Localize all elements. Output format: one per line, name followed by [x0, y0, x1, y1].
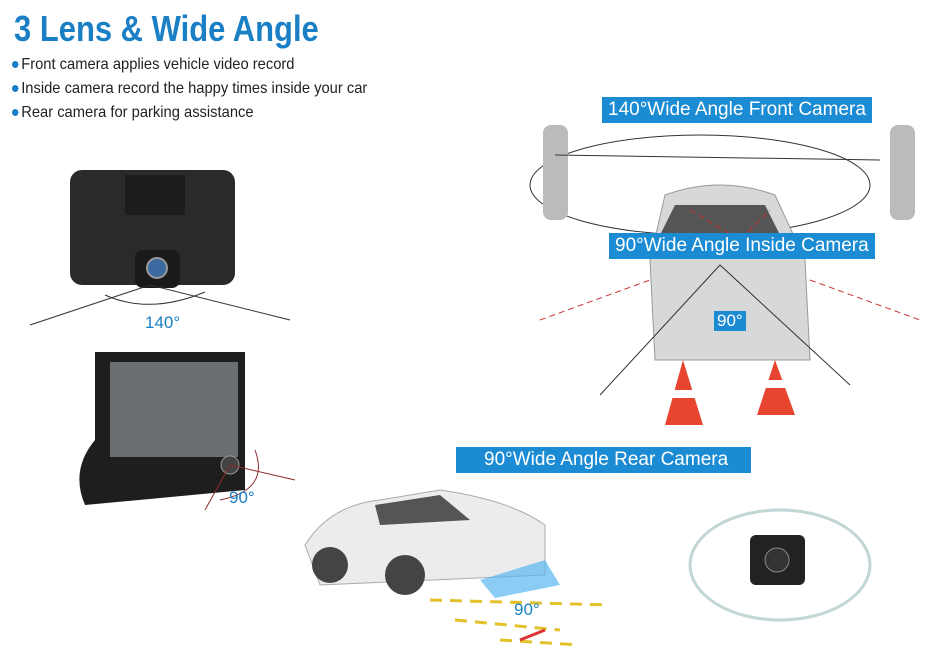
feature-item: Front camera applies vehicle video recor… [12, 53, 367, 77]
dashcam-screen-image [79, 352, 296, 511]
front-camera-label: 140°Wide Angle Front Camera [602, 97, 872, 123]
feature-list: Front camera applies vehicle video recor… [12, 53, 398, 125]
feature-item: Rear camera for parking assistance [12, 101, 367, 125]
rear-camera-label: 90°Wide Angle Rear Camera [456, 447, 751, 473]
feature-item: Inside camera record the happy times ins… [12, 77, 367, 101]
front-angle-label: 140° [145, 313, 181, 332]
screen-angle-label: 90° [229, 488, 255, 507]
page-title: 3 Lens & Wide Angle [14, 8, 319, 49]
inside-camera-label: 90°Wide Angle Inside Camera [609, 233, 875, 259]
rear-angle-label: 90° [514, 600, 540, 619]
rear-camera-splash-image [688, 508, 872, 622]
dashcam-front-image [29, 170, 291, 326]
front-car-scene [529, 125, 921, 425]
inside-angle-label: 90° [714, 311, 746, 331]
rear-car-image [304, 489, 611, 647]
